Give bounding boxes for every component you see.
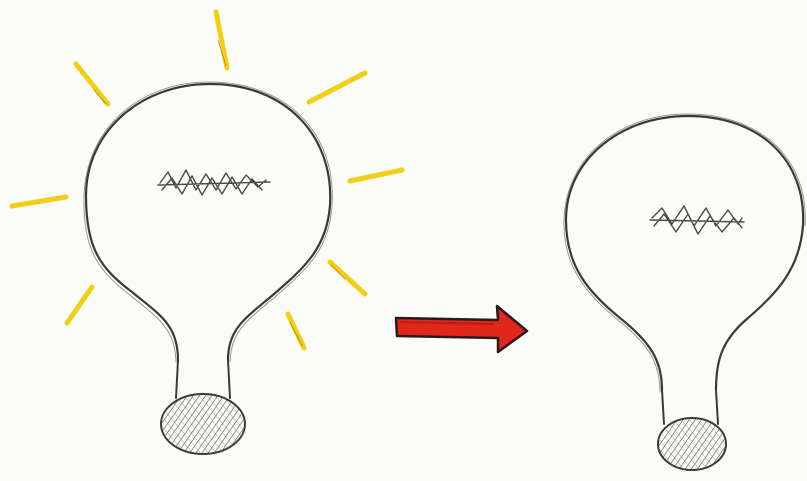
ray <box>213 9 230 71</box>
ray <box>327 259 368 297</box>
ray <box>64 284 95 326</box>
unlit-bulb <box>563 113 806 471</box>
ray <box>73 61 111 107</box>
ray-shadows <box>93 39 346 347</box>
lit-bulb <box>9 9 405 455</box>
ray <box>306 70 368 105</box>
bulb-glass-sketch <box>83 81 333 363</box>
right-arrow-icon <box>394 304 529 354</box>
bulb-glass-outline <box>564 114 805 392</box>
bulb-glass-outline <box>84 82 332 362</box>
filament-icon <box>157 169 271 196</box>
bulb-base <box>160 393 246 455</box>
bulb-base <box>657 417 727 471</box>
bulb-neck <box>175 359 231 399</box>
bulb-glass-sketch <box>563 113 806 393</box>
ray <box>285 311 307 351</box>
bulb-neck <box>661 389 719 425</box>
ray <box>347 167 405 184</box>
filament-icon <box>649 205 745 235</box>
ray <box>9 194 69 209</box>
light-rays-icon <box>9 9 405 351</box>
